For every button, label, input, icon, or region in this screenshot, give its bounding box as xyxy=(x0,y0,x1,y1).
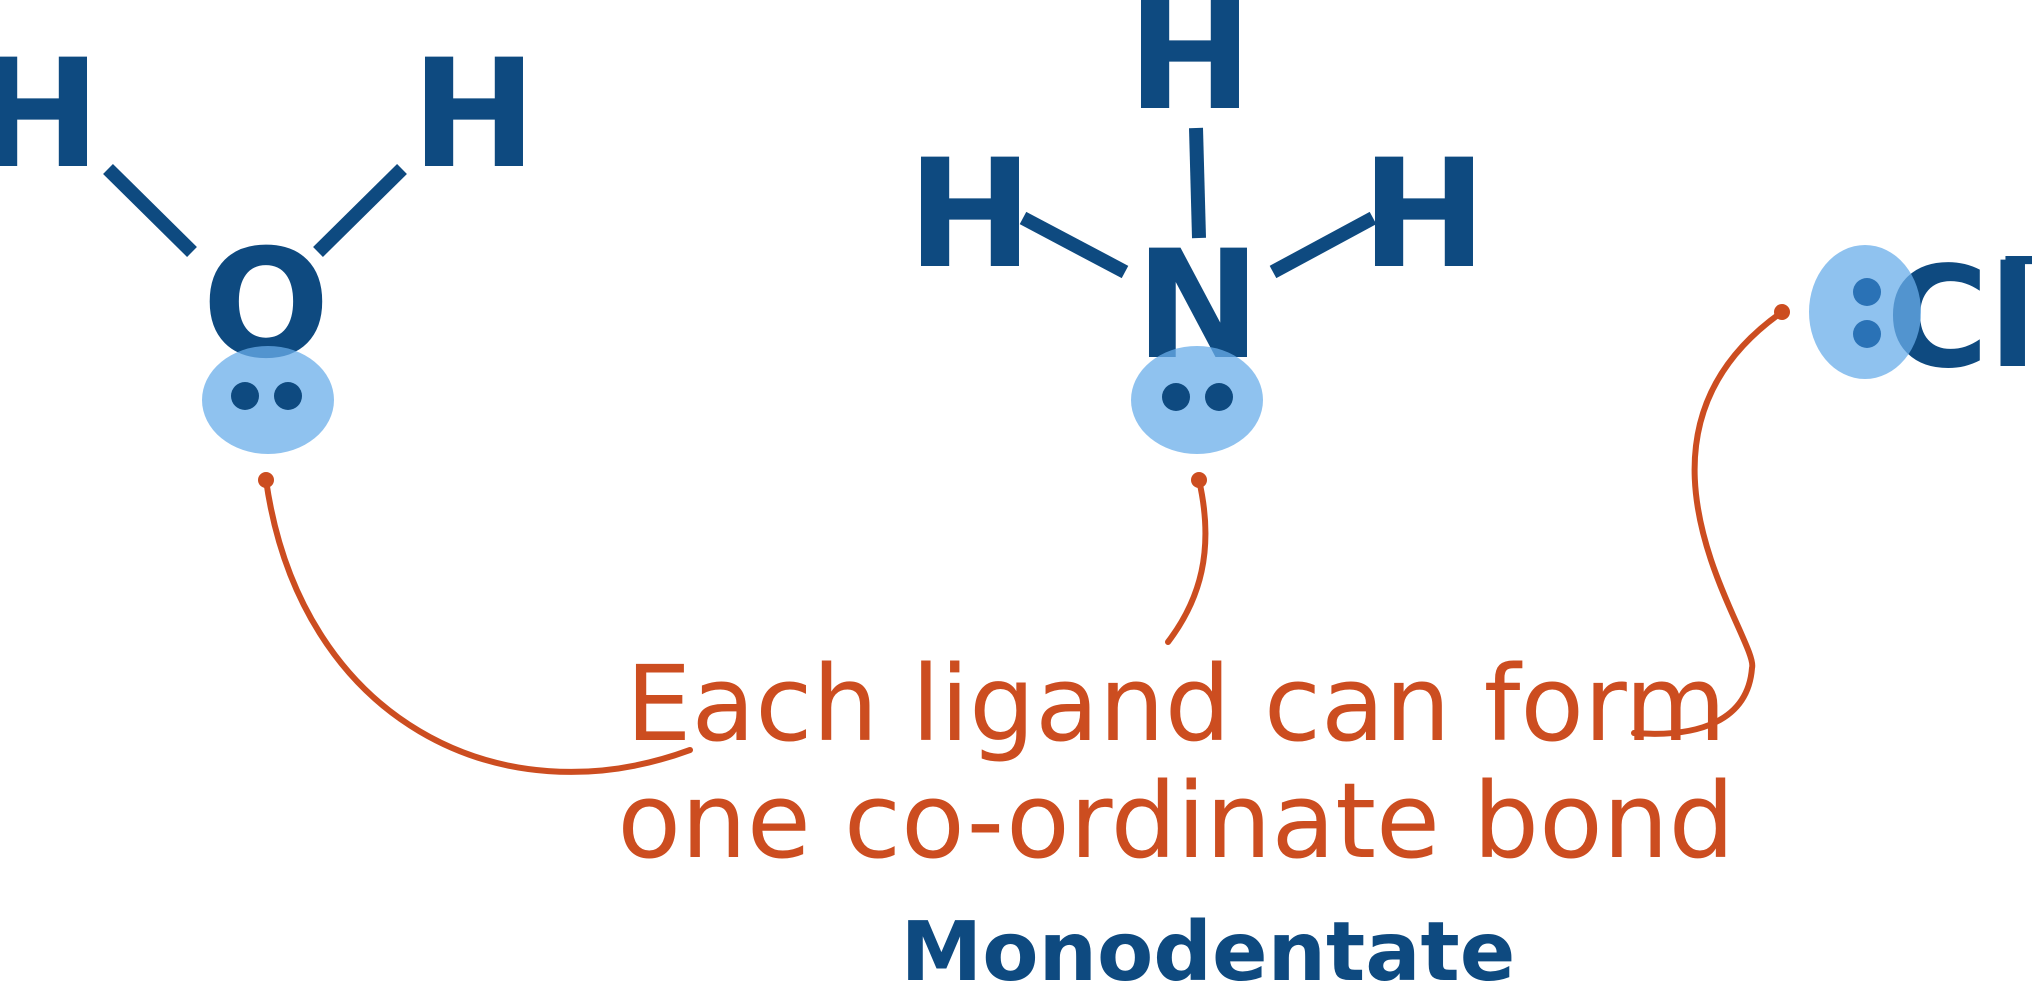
ammonia-hydrogen-right: H xyxy=(1361,128,1487,302)
caption-line-1: Each ligand can form xyxy=(626,643,1726,765)
water-electron-1 xyxy=(231,382,259,410)
water-pointer-arrow xyxy=(263,477,693,775)
chloride-lone-pair-blob xyxy=(1809,245,1921,379)
annotation-pointers xyxy=(258,304,1790,775)
ammonia-molecule: H H H N xyxy=(907,0,1487,454)
caption-line-2: one co-ordinate bond xyxy=(617,760,1734,882)
ammonia-hydrogen-top: H xyxy=(1127,0,1253,144)
water-bond-left xyxy=(103,164,197,257)
chloride-pointer-arrow xyxy=(1631,309,1785,737)
water-electron-2 xyxy=(274,382,302,410)
chloride-ion: Cl − xyxy=(1809,217,2032,400)
ammonia-bond-top xyxy=(1189,127,1206,239)
ammonia-bond-left xyxy=(1019,211,1129,279)
water-hydrogen-right: H xyxy=(411,28,537,202)
chloride-electron-2 xyxy=(1853,320,1881,348)
chloride-charge: − xyxy=(1998,217,2032,299)
water-hydrogen-left: H xyxy=(0,28,101,202)
chloride-electron-1 xyxy=(1853,278,1881,306)
chloride-lone-pair xyxy=(1809,245,1921,379)
ammonia-hydrogen-left: H xyxy=(907,128,1033,302)
ammonia-electron-2 xyxy=(1205,383,1233,411)
ammonia-electron-1 xyxy=(1162,383,1190,411)
ammonia-bond-right xyxy=(1269,211,1377,279)
ammonia-lone-pair-blob xyxy=(1131,346,1263,454)
water-bond-right xyxy=(313,164,407,257)
water-lone-pair xyxy=(202,346,334,454)
water-lone-pair-blob xyxy=(202,346,334,454)
water-molecule: H H O xyxy=(0,28,537,454)
ammonia-pointer-arrow xyxy=(1165,477,1209,645)
monodentate-label: Monodentate xyxy=(901,905,1516,985)
ammonia-lone-pair xyxy=(1131,346,1263,454)
